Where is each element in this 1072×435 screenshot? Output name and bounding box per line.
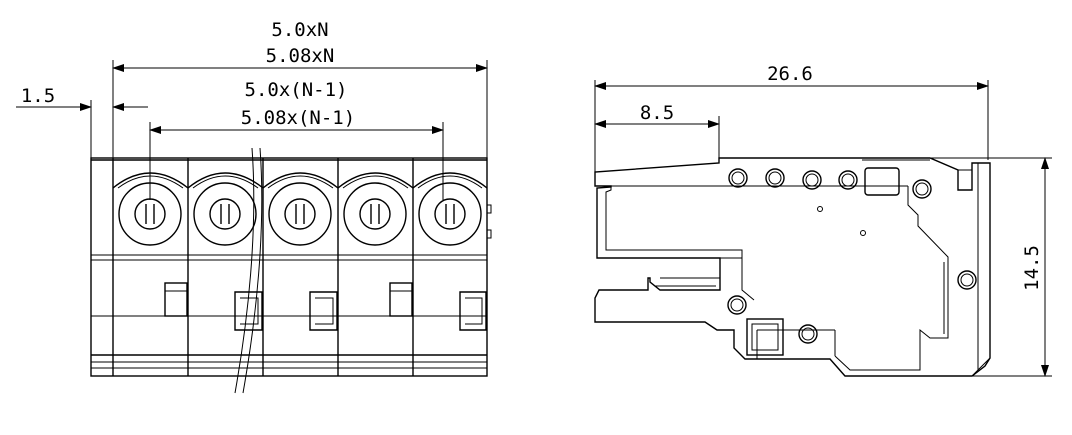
screw-terminal-5 bbox=[418, 182, 487, 331]
front-view: 5.0xN 5.08xN 5.0x(N-1) 5.08x(N-1) 1.5 bbox=[16, 19, 492, 394]
dim-pitch-total-b: 5.08xN bbox=[266, 45, 335, 67]
dim-pitch-inner-a: 5.0x(N-1) bbox=[245, 79, 348, 101]
terminal-arches bbox=[112, 172, 488, 189]
screw-terminal-3 bbox=[268, 182, 338, 331]
screw-terminal-1 bbox=[118, 182, 188, 317]
dim-offset-length: 8.5 bbox=[640, 102, 674, 124]
dim-edge-offset: 1.5 bbox=[21, 85, 55, 107]
side-square-features bbox=[746, 167, 900, 356]
front-body-outline bbox=[90, 157, 492, 377]
front-dimensions bbox=[16, 60, 488, 200]
side-dimensions bbox=[594, 80, 1052, 377]
side-view: 26.6 8.5 14.5 bbox=[594, 63, 1052, 377]
screw-terminals bbox=[118, 182, 487, 331]
side-body-outline bbox=[594, 157, 991, 377]
screw-terminal-4 bbox=[343, 182, 413, 317]
dim-height: 14.5 bbox=[1021, 245, 1043, 291]
dim-pitch-total-a: 5.0xN bbox=[271, 19, 328, 41]
side-holes bbox=[727, 168, 977, 344]
wire bbox=[234, 147, 263, 394]
dim-pitch-inner-b: 5.08x(N-1) bbox=[241, 107, 355, 129]
dim-overall-length: 26.6 bbox=[767, 63, 813, 85]
